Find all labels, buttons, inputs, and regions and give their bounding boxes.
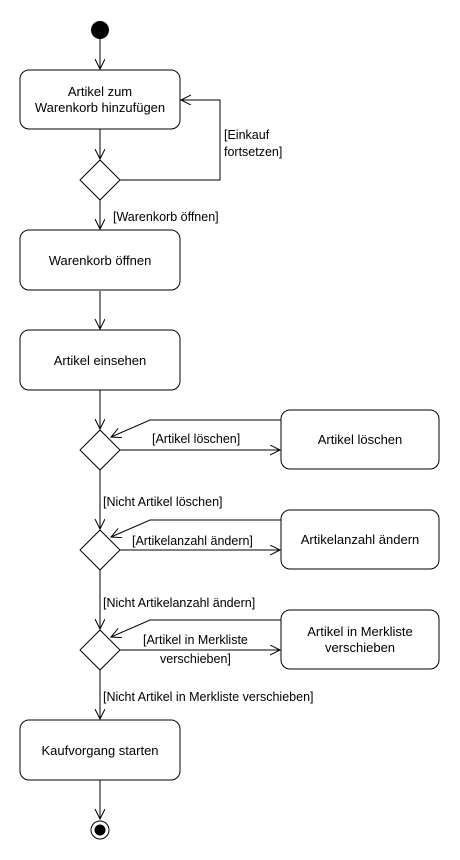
guard-continue-shopping-line1: [Einkauf [224,128,270,142]
action-add-to-cart-line1: Artikel zum [68,84,132,99]
decision-delete-item [79,429,121,471]
guard-not-change-quantity: [Nicht Artikelanzahl ändern] [103,596,255,610]
action-move-to-wishlist-line2: verschieben [325,640,395,655]
action-change-quantity: Artikelanzahl ändern [280,509,440,570]
action-view-items-label: Artikel einsehen [54,353,147,368]
action-delete-item-label: Artikel löschen [318,432,403,447]
control-flows [100,39,281,819]
final-node [90,820,110,840]
decision-continue-shopping [79,159,121,201]
guard-not-move-to-wishlist: [Nicht Artikel in Merkliste verschieben] [103,690,314,704]
decision-change-quantity [79,529,121,571]
action-start-checkout: Kaufvorgang starten [19,719,181,781]
guard-open-cart: [Warenkorb öffnen] [113,210,219,224]
guard-change-quantity: [Artikelanzahl ändern] [132,534,253,548]
guard-move-to-wishlist-line2: verschieben] [160,652,231,666]
guard-not-delete-item: [Nicht Artikel löschen] [103,495,223,509]
action-open-cart: Warenkorb öffnen [19,229,181,291]
initial-node [91,21,109,39]
action-add-to-cart-line2: Warenkorb hinzufügen [35,100,165,115]
action-start-checkout-label: Kaufvorgang starten [41,743,158,758]
action-move-to-wishlist: Artikel in Merkliste verschieben [280,609,440,670]
action-move-to-wishlist-line1: Artikel in Merkliste [307,624,412,639]
action-change-quantity-label: Artikelanzahl ändern [301,532,420,547]
action-delete-item: Artikel löschen [280,409,440,470]
guard-continue-shopping-line2: fortsetzen] [224,145,282,159]
action-open-cart-label: Warenkorb öffnen [49,253,152,268]
guard-delete-item: [Artikel löschen] [152,432,240,446]
guard-move-to-wishlist-line1: [Artikel in Merkliste [143,633,248,647]
action-view-items: Artikel einsehen [19,329,181,391]
action-add-to-cart: Artikel zum Warenkorb hinzufügen [19,69,181,130]
decision-move-to-wishlist [79,629,121,671]
